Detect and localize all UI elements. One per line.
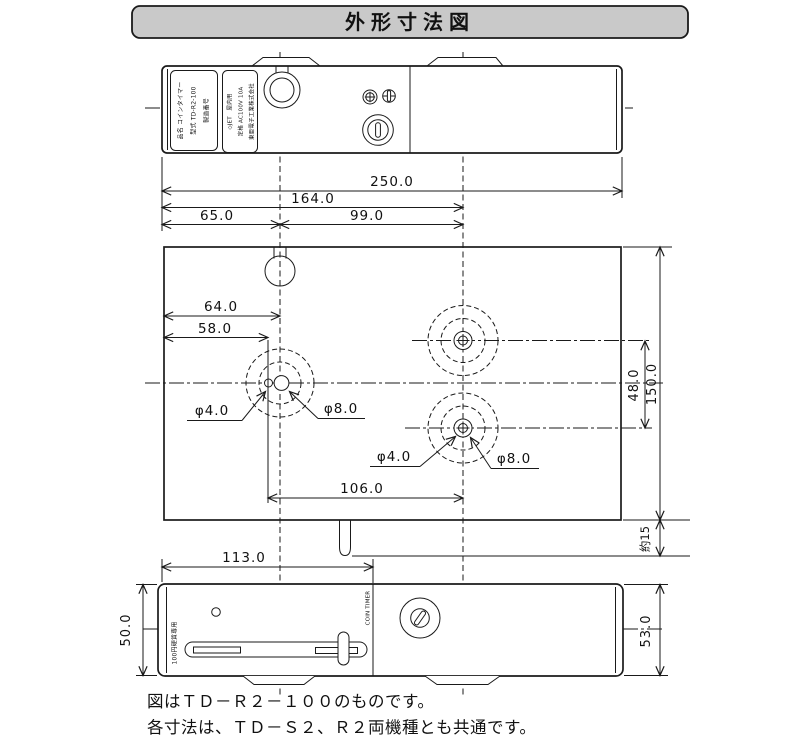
coin-timer-brand: COIN TIMER: [366, 591, 372, 626]
slotted-screw-icon: [382, 89, 396, 103]
note-line2: 各寸法は、ＴＤ－Ｓ２、Ｒ２両機種とも共通です。: [147, 718, 536, 737]
dim-150: 150.0: [645, 363, 660, 405]
plan-view-plate: [163, 246, 622, 521]
dia8-left: φ8.0: [324, 401, 358, 417]
dim-approx15: 約15: [638, 526, 652, 552]
front-view-body: [157, 583, 624, 677]
nameplate-row1: 品名 コインタイマー: [177, 82, 185, 140]
dim-113: 113.0: [222, 550, 266, 566]
width-dimensions: 250.0 164.0 65.0 99.0: [160, 157, 624, 231]
mounting-hole-right-lower: [427, 392, 499, 464]
title-bar: 外形寸法図: [131, 5, 689, 39]
mounting-hole-left: [245, 348, 315, 418]
foot-left: [242, 675, 316, 685]
mount-tab-left: [251, 57, 321, 67]
hole-callouts-right: φ4.0 φ8.0: [370, 435, 539, 469]
dia4-right: φ4.0: [377, 449, 411, 465]
dim-250: 250.0: [370, 174, 414, 190]
hanger-keyhole-top: [264, 247, 296, 287]
slider-knob: [337, 631, 350, 666]
plan-view: 64.0 58.0 106.0 φ4.0 φ8.0 φ4.0 φ8.0: [162, 246, 622, 557]
page-title: 外形寸法図: [345, 10, 475, 34]
foot-right: [424, 675, 501, 685]
hanger-pin: [339, 520, 351, 557]
dia8-right: φ8.0: [497, 451, 531, 467]
phillips-screw-icon: [362, 89, 378, 105]
nameplate-label: [170, 70, 218, 151]
rating-row2: 定格 AC100V 10A: [237, 87, 245, 137]
dim-48: 48.0: [627, 369, 642, 402]
key-cylinder-icon: [362, 114, 394, 146]
pilot-lamp: [211, 607, 221, 617]
dia4-left: φ4.0: [195, 403, 229, 419]
dim-58: 58.0: [198, 321, 232, 337]
coin-insert-knob: [399, 597, 441, 639]
dim-164: 164.0: [291, 191, 335, 207]
footnotes: 図はＴＤ－Ｒ２－１００のものです。 各寸法は、ＴＤ－Ｓ２、Ｒ２両機種とも共通です…: [147, 692, 536, 737]
hole-callouts-left: φ4.0 φ8.0: [187, 390, 365, 421]
height-dimensions: 150.0 48.0 約15: [352, 245, 690, 558]
dim-99: 99.0: [350, 208, 384, 224]
nameplate-row3: 製造番号: [203, 98, 211, 123]
note-line1: 図はＴＤ－Ｒ２－１００のものです。: [147, 692, 434, 711]
coin-only-label: 100円硬貨専用: [171, 621, 179, 664]
nameplate-row2: 型式 TD-R2-100: [190, 86, 198, 134]
coin-slot-slider: [184, 631, 368, 666]
dim-64: 64.0: [204, 299, 238, 315]
mounting-hole-right-upper: [427, 305, 499, 376]
coin-mech-cap: [263, 66, 301, 109]
dim-65: 65.0: [200, 208, 234, 224]
rating-row3: 東亜電子工業株式会社: [248, 83, 256, 140]
dim-106: 106.0: [340, 481, 384, 497]
mount-tab-right: [426, 57, 504, 67]
top-view: 品名 コインタイマー 型式 TD-R2-100 製造番号 ◇JET 屋内用 定格…: [161, 57, 623, 154]
dim-53: 53.0: [639, 615, 654, 648]
dim-50: 50.0: [119, 614, 134, 647]
rating-label: [222, 70, 258, 153]
front-view: 113.0 100円硬貨専用 COIN TIMER 50.0 53.0: [119, 550, 668, 685]
rating-row1: ◇JET 屋内用: [226, 93, 234, 129]
